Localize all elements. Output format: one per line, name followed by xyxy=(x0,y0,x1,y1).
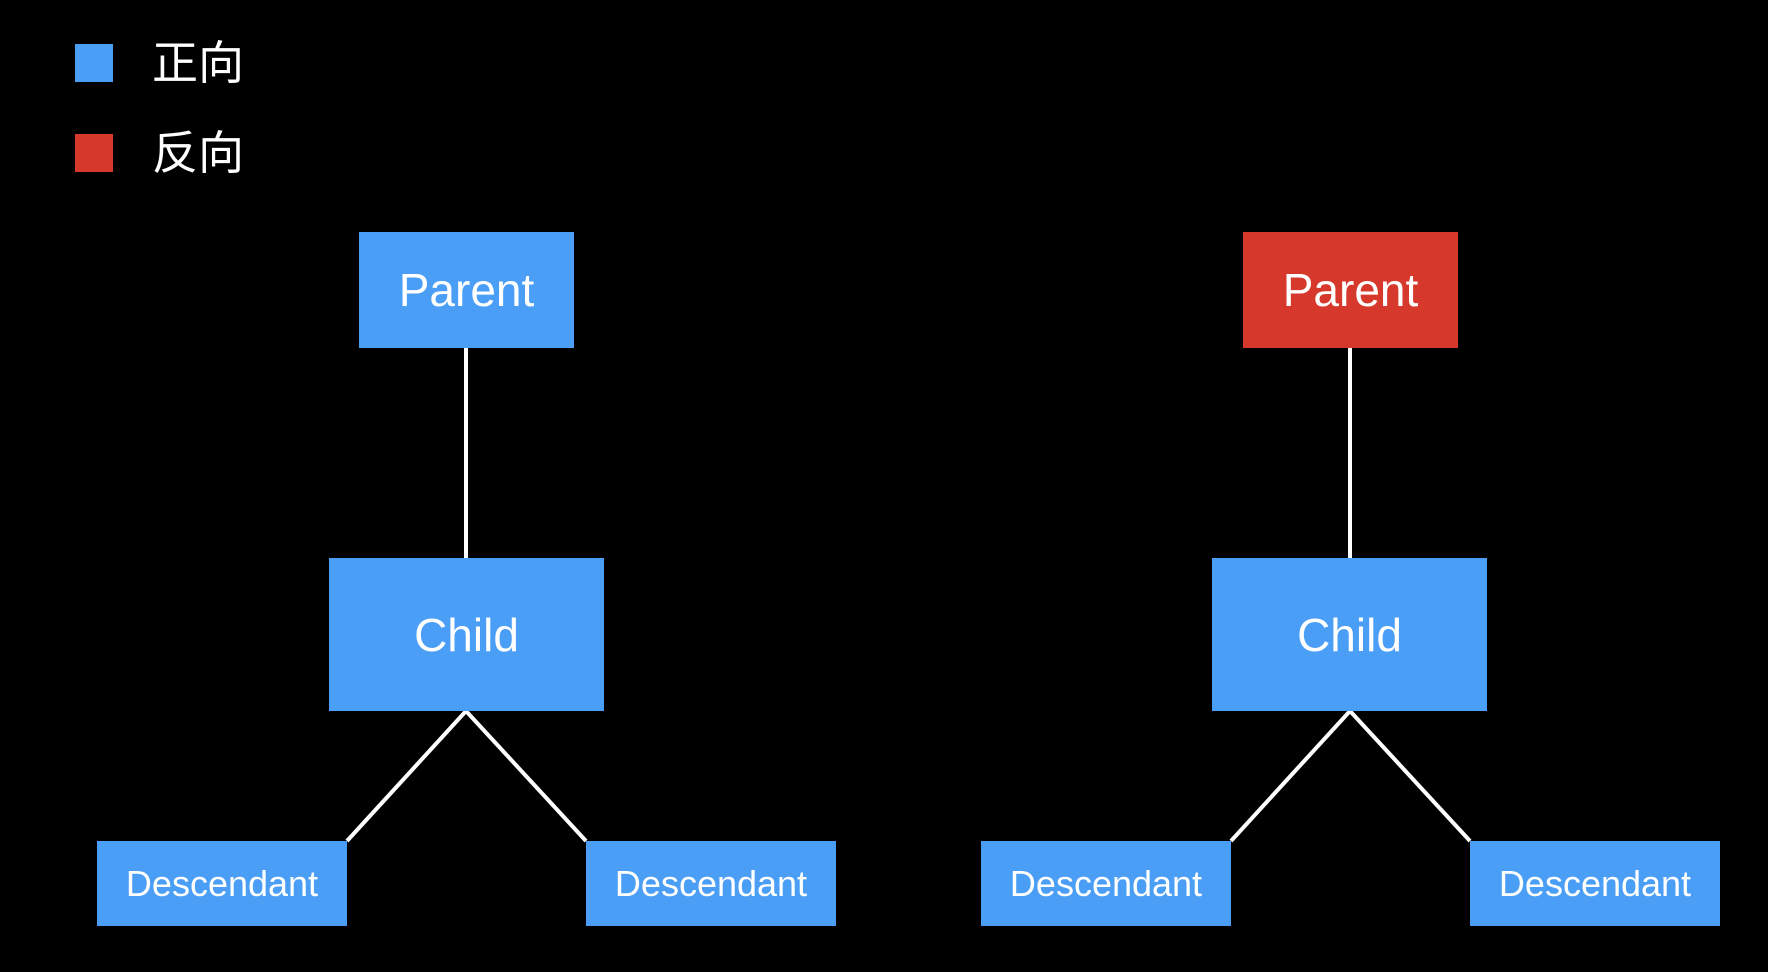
legend-swatch-forward xyxy=(75,44,113,82)
forward-parent-node: Parent xyxy=(359,232,574,348)
forward-descendant-node-1: Descendant xyxy=(97,841,347,926)
connector-child-descendant-left-1 xyxy=(345,709,468,843)
forward-child-node: Child xyxy=(329,558,604,711)
legend-label-forward: 正向 xyxy=(152,37,244,89)
legend-label-reverse: 反向 xyxy=(152,127,244,179)
connector-child-descendant-left-2 xyxy=(464,709,588,843)
reverse-descendant-node-2: Descendant xyxy=(1470,841,1720,926)
legend-swatch-reverse xyxy=(75,134,113,172)
reverse-parent-node: Parent xyxy=(1243,232,1458,348)
legend-item-forward: 正向 xyxy=(75,37,244,89)
reverse-child-node: Child xyxy=(1212,558,1487,711)
connector-child-descendant-right-2 xyxy=(1348,709,1472,843)
forward-descendant-node-2: Descendant xyxy=(586,841,836,926)
connector-child-descendant-right-1 xyxy=(1229,709,1352,843)
legend: 正向 反向 xyxy=(75,37,244,223)
legend-item-reverse: 反向 xyxy=(75,127,244,179)
reverse-descendant-node-1: Descendant xyxy=(981,841,1231,926)
